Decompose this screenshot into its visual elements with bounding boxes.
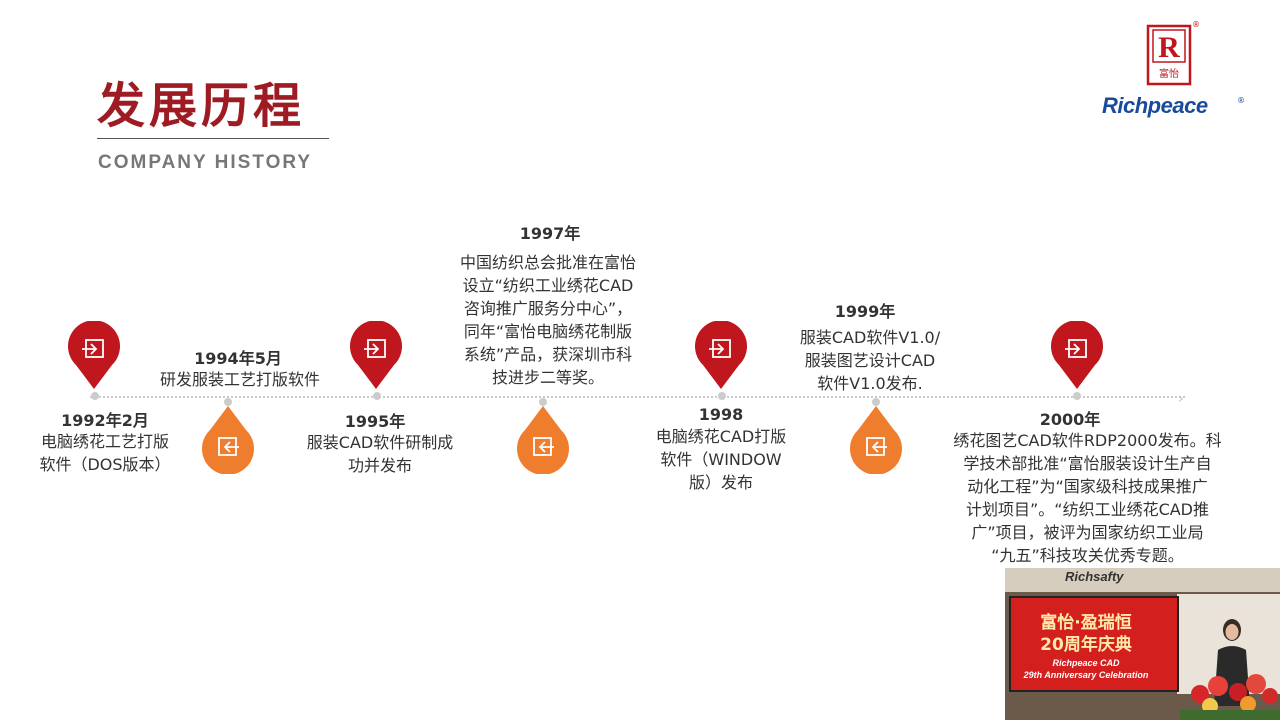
brand-name: Richpeace — [1102, 93, 1208, 118]
video-backdrop-text: Richsafty — [1065, 569, 1124, 584]
flower-bouquet-icon — [1180, 674, 1280, 720]
logo-mark-reg: ® — [1192, 20, 1200, 29]
import-arrow-icon — [350, 321, 402, 389]
milestone-desc: 绣花图艺CAD软件RDP2000发布。科学技术部批准“富怡服装设计生产自动化工程… — [953, 431, 1222, 565]
title-divider — [97, 138, 329, 139]
milestone-year: 1992年2月 — [61, 411, 149, 430]
milestone-year: 1995年 — [344, 412, 406, 431]
banner-line3: Richpeace CAD — [1052, 658, 1120, 668]
milestone-desc: 研发服装工艺打版软件 — [159, 370, 320, 389]
timeline-dot — [224, 398, 232, 406]
milestone-year: 2000年 — [1039, 410, 1101, 429]
export-arrow-icon — [850, 406, 902, 474]
export-arrow-icon — [202, 406, 254, 474]
import-arrow-icon — [695, 321, 747, 389]
banner-line1: 富怡·盈瑞恒 — [1040, 613, 1132, 633]
import-arrow-icon — [1051, 321, 1103, 389]
milestone-year: 1998 — [698, 405, 744, 424]
page-subtitle: COMPANY HISTORY — [98, 152, 313, 173]
milestone-desc: 电脑绣花工艺打版软件（DOS版本） — [39, 432, 171, 474]
timeline-dot — [539, 398, 547, 406]
milestone-year: 1999年 — [834, 302, 896, 321]
video-backdrop — [1005, 568, 1280, 592]
import-arrow-icon — [68, 321, 120, 389]
timeline-dot — [718, 392, 726, 400]
banner-line2: 20周年庆典 — [1040, 635, 1132, 655]
timeline-line — [90, 396, 1185, 400]
svg-text:R: R — [1158, 31, 1180, 64]
video-banner-screen: 富怡·盈瑞恒 20周年庆典 Richpeace CAD 29th Anniver… — [1009, 596, 1179, 692]
richpeace-logo-icon: R 富怡 — [1146, 24, 1192, 86]
timeline-dot — [373, 392, 381, 400]
milestone-desc: 服装CAD软件研制成功并发布 — [306, 433, 454, 475]
timeline-dot — [1073, 392, 1081, 400]
page-title: 发展历程 — [97, 78, 306, 134]
timeline-dot — [872, 398, 880, 406]
timeline-dot — [91, 392, 99, 400]
milestone-year: 1997年 — [519, 224, 581, 243]
brand-reg: ® — [1237, 96, 1245, 105]
banner-line4: 29th Anniversary Celebration — [1023, 670, 1149, 680]
video-overlay[interactable]: Richsafty 富怡·盈瑞恒 20周年庆典 Richpeace CAD 29… — [1005, 568, 1280, 720]
timeline-arrow-icon: › — [1178, 391, 1184, 407]
milestone-year: 1994年5月 — [194, 349, 282, 368]
svg-text:富怡: 富怡 — [1159, 67, 1179, 80]
export-arrow-icon — [517, 406, 569, 474]
